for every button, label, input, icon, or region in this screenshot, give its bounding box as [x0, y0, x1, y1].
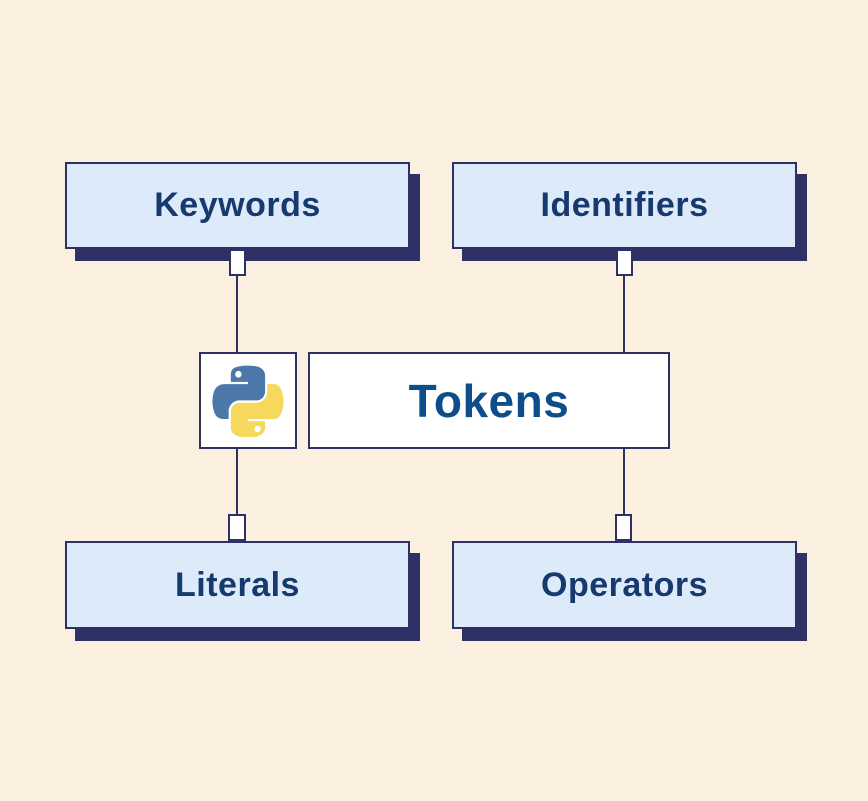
node-identifiers-label: Identifiers: [540, 186, 709, 224]
node-keywords-label: Keywords: [154, 186, 321, 224]
connector-line-logo-literals: [236, 449, 238, 515]
python-logo-icon: [212, 365, 284, 437]
tokens-label: Tokens: [408, 374, 570, 427]
connector-line-identifiers-tokens: [623, 274, 625, 352]
node-literals-label: Literals: [175, 565, 300, 604]
node-identifiers: Identifiers: [452, 162, 797, 249]
connector-line-keywords-logo: [236, 274, 238, 352]
connector-stub-literals: [228, 514, 246, 541]
node-keywords: Keywords: [65, 162, 410, 249]
node-literals: Literals: [65, 541, 410, 629]
node-operators-label: Operators: [541, 565, 708, 604]
connector-line-tokens-operators: [623, 449, 625, 515]
tokens-box: Tokens: [308, 352, 670, 449]
python-logo-box: [199, 352, 297, 449]
connector-stub-keywords: [229, 249, 246, 276]
node-operators: Operators: [452, 541, 797, 629]
connector-stub-operators: [615, 514, 632, 541]
connector-stub-identifiers: [616, 249, 633, 276]
